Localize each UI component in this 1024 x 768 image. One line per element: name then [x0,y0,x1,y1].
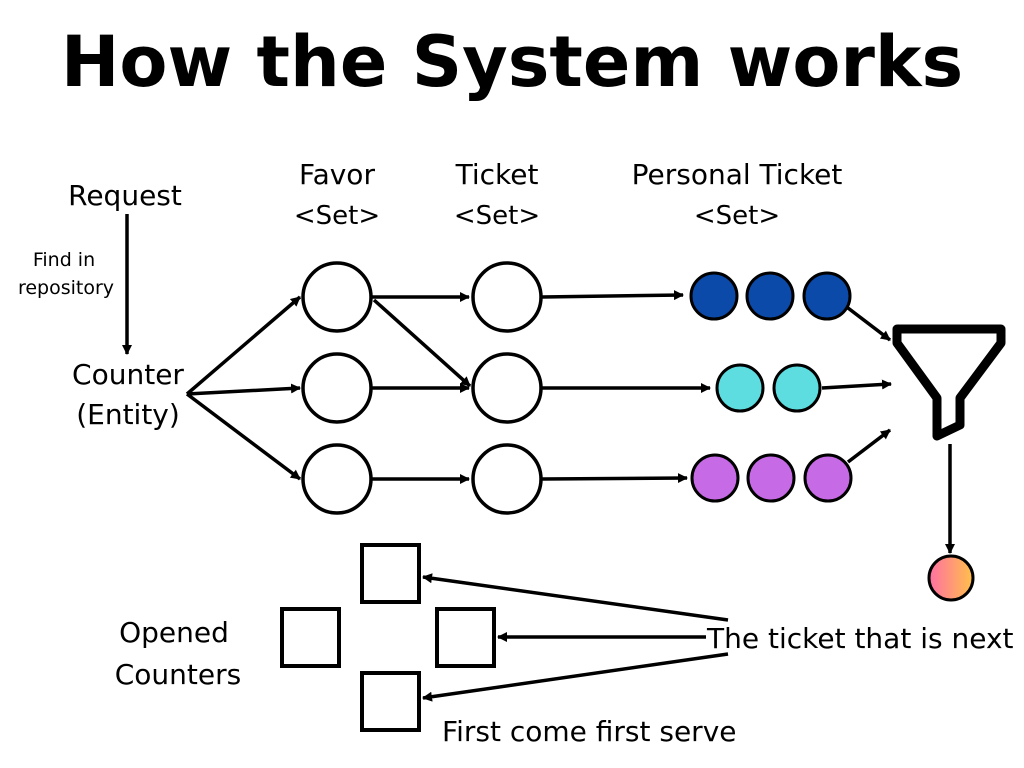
favor-node-3 [301,443,373,515]
personal-ticket-set-label-line1: Personal Ticket [632,158,843,191]
personal-ticket-dot [802,271,852,321]
counter-to-favor-1-arrow [185,295,302,396]
personal-ticket-dot [745,271,795,321]
personal-ticket-dot [689,271,739,321]
favor1-to-ticket2-arrow [372,298,472,388]
counter-label-line1: Counter [72,358,184,391]
request-label: Request [68,179,182,212]
ticket-node-2 [471,352,543,424]
favor-node-1 [301,261,373,333]
output-ticket-icon [927,554,975,602]
funnel-icon [892,324,1006,441]
personal-ticket-dot [715,363,765,413]
ticket-set-label-line1: Ticket [455,158,539,191]
personal-ticket-row-2 [715,363,822,413]
counter-square-top [360,543,421,604]
favor-set-label-line1: Favor [299,158,375,191]
next-to-bottom-counter-arrow [422,652,729,702]
personal-ticket-row-1 [689,271,852,321]
personal-ticket-row-3 [690,453,853,503]
counter-square-bottom [360,671,421,732]
personal-ticket-set-label-line2: <Set> [694,201,780,231]
ticket3-to-personal-arrow [541,473,688,484]
personal-ticket-dot [690,453,740,503]
counter-to-favor-3-arrow [185,392,302,481]
ticket-node-3 [471,443,543,515]
ticket1-to-personal-arrow [541,290,684,301]
personal-ticket-dot [746,453,796,503]
page-title: How the System works [61,21,963,103]
ticket-set-label-line2: <Set> [454,201,540,231]
ticket-node-1 [471,261,543,333]
counter-label-line2: (Entity) [76,398,180,431]
first-come-label: First come first serve [442,715,737,748]
next-to-top-counter-arrow [422,573,729,622]
find-in-repository-label-line2: repository [18,277,114,299]
personal-ticket-dot [803,453,853,503]
next-ticket-label: The ticket that is next [706,622,1014,655]
counter-square-left [280,607,341,668]
personal-ticket-dot [772,363,822,413]
counter-to-favor-2-arrow [186,383,301,396]
counter-square-right [435,607,496,668]
favor-node-2 [301,352,373,424]
favor-set-label-line2: <Set> [294,201,380,231]
row3-to-funnel-arrow [846,428,892,464]
row1-to-funnel-arrow [846,306,892,342]
opened-counters-label-line2: Counters [115,658,241,691]
opened-counters-label-line1: Opened [119,616,229,649]
find-in-repository-label-line1: Find in [33,249,95,271]
row2-to-funnel-arrow [821,379,892,390]
